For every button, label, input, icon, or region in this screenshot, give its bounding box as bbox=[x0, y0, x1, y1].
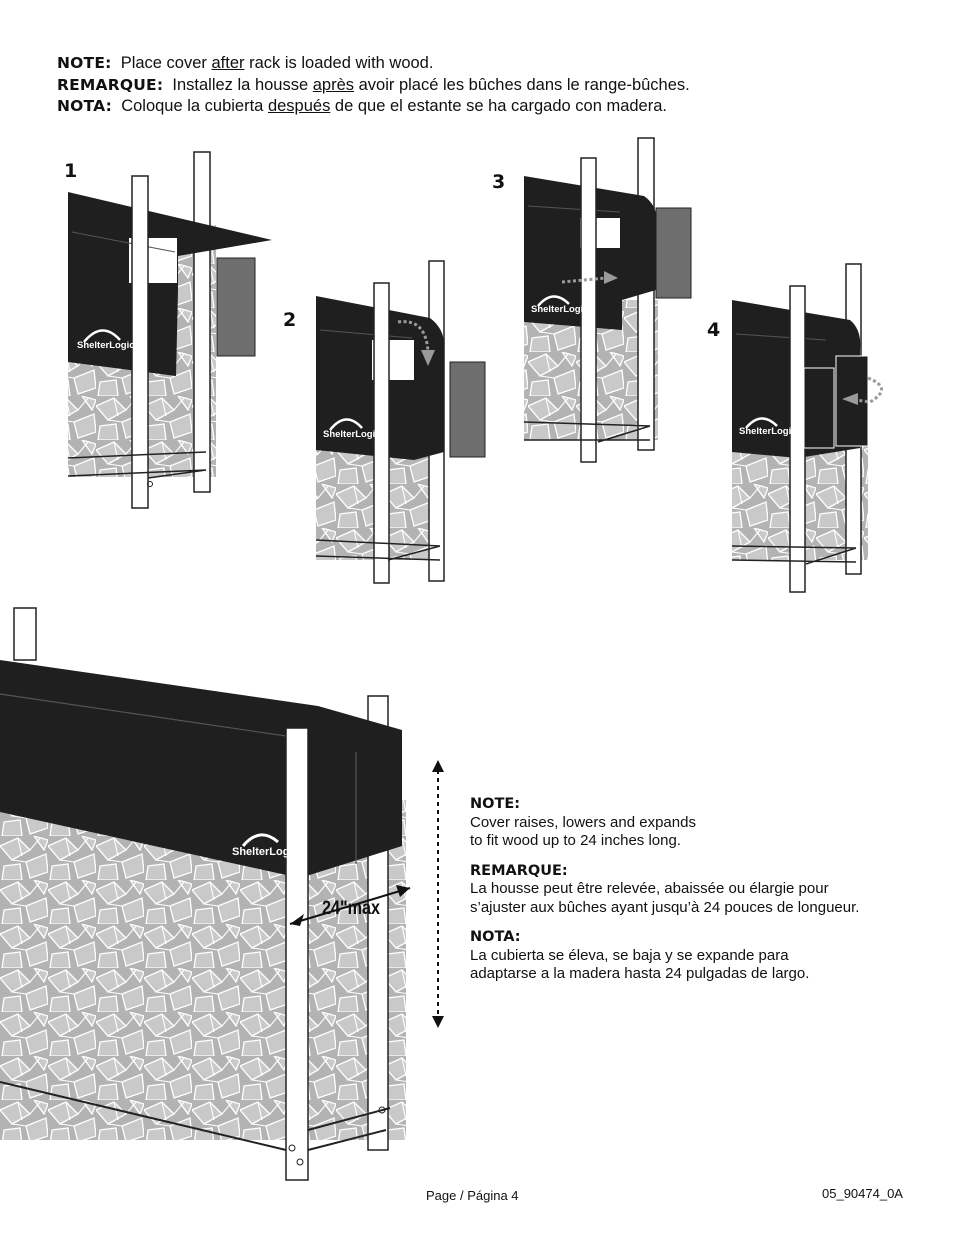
step-3-side-panel bbox=[655, 207, 692, 299]
note-text-es-emph: después bbox=[267, 97, 331, 115]
document-code: 05_90474_0A bbox=[822, 1186, 903, 1201]
side-note-label-es: NOTA: bbox=[470, 929, 521, 945]
note-label-fr: REMARQUE: bbox=[57, 75, 164, 94]
side-notes: NOTE: Cover raises, lowers and expands t… bbox=[470, 795, 940, 995]
step-1-figure: ShelterLogic bbox=[67, 151, 272, 509]
side-note-text-es-2: adaptarse a la madera hasta 24 pulgadas … bbox=[470, 965, 810, 982]
step-3-logo: ShelterLogic bbox=[531, 304, 589, 315]
dimension-label: 24"max bbox=[322, 898, 380, 919]
note-text-en-pre: Place cover bbox=[120, 54, 212, 72]
note-line-es: NOTA: Coloque la cubierta después de que… bbox=[57, 96, 690, 118]
note-text-en-post: rack is loaded with wood. bbox=[244, 54, 434, 72]
note-text-fr-pre: Installez la housse bbox=[172, 75, 313, 94]
step-3-arrow bbox=[561, 276, 607, 284]
step-1-logo: ShelterLogic bbox=[77, 340, 135, 351]
note-text-fr-post: avoir placé les bûches dans le range-bûc… bbox=[354, 75, 690, 94]
step-number-3: 3 bbox=[492, 171, 506, 193]
side-note-label-fr: REMARQUE: bbox=[470, 862, 568, 879]
step-2-logo: ShelterLogic bbox=[323, 429, 381, 440]
side-note-en: NOTE: Cover raises, lowers and expands t… bbox=[470, 795, 940, 851]
side-note-text-fr-2: s’ajuster aux bûches ayant jusqu’à 24 po… bbox=[470, 898, 860, 916]
step-1-post-back bbox=[193, 151, 211, 493]
step-4-logo: ShelterLogic bbox=[739, 426, 797, 437]
top-notes: NOTE: Place cover after rack is loaded w… bbox=[57, 53, 690, 118]
step-number-4: 4 bbox=[707, 319, 721, 341]
note-text-es-post: de que el estante se ha cargado con made… bbox=[330, 97, 667, 115]
page-number: Page / Página 4 bbox=[426, 1188, 519, 1203]
large-rack-figure: ShelterLogic bbox=[0, 607, 444, 1181]
note-text-en-emph: after bbox=[211, 54, 245, 72]
note-line-fr: REMARQUE: Installez la housse après avoi… bbox=[57, 75, 690, 97]
step-3-figure: ShelterLogic bbox=[523, 137, 692, 463]
step-number-1: 1 bbox=[64, 160, 78, 182]
side-note-text-es-1: La cubierta se éleva, se baja y se expan… bbox=[470, 946, 789, 964]
step-1-side-panel bbox=[216, 257, 256, 357]
side-note-text-fr-1: La housse peut être relevée, abaissée ou… bbox=[470, 880, 829, 897]
step-2-side-panel bbox=[449, 361, 486, 458]
large-post-left bbox=[13, 607, 37, 661]
step-3-post-front bbox=[580, 157, 597, 463]
step-number-2: 2 bbox=[283, 309, 297, 331]
large-cover-logo: ShelterLogic bbox=[232, 846, 299, 858]
note-text-fr-emph: après bbox=[312, 75, 355, 94]
side-note-text-en-2: to fit wood up to 24 inches long. bbox=[470, 832, 681, 849]
step-4-figure: ShelterLogic bbox=[731, 263, 883, 593]
side-note-text-en-1: Cover raises, lowers and expands bbox=[470, 813, 696, 831]
note-label-en: NOTE: bbox=[57, 54, 112, 72]
note-text-es-pre: Coloque la cubierta bbox=[121, 97, 268, 115]
step-2-arrow bbox=[397, 320, 430, 353]
step-2-figure: ShelterLogic bbox=[315, 260, 486, 584]
note-label-es: NOTA: bbox=[57, 97, 113, 115]
large-post-front bbox=[285, 727, 309, 1181]
side-note-es: NOTA: La cubierta se éleva, se baja y se… bbox=[470, 928, 940, 984]
step-2-post-front bbox=[373, 282, 390, 584]
step-1-post-front bbox=[131, 175, 149, 509]
side-note-label-en: NOTE: bbox=[470, 796, 521, 812]
note-line-en: NOTE: Place cover after rack is loaded w… bbox=[57, 53, 690, 75]
side-note-fr: REMARQUE: La housse peut être relevée, a… bbox=[470, 862, 940, 918]
step-1-cover bbox=[68, 192, 272, 376]
step-4-post-front bbox=[789, 285, 806, 593]
dimension-line bbox=[289, 887, 411, 925]
